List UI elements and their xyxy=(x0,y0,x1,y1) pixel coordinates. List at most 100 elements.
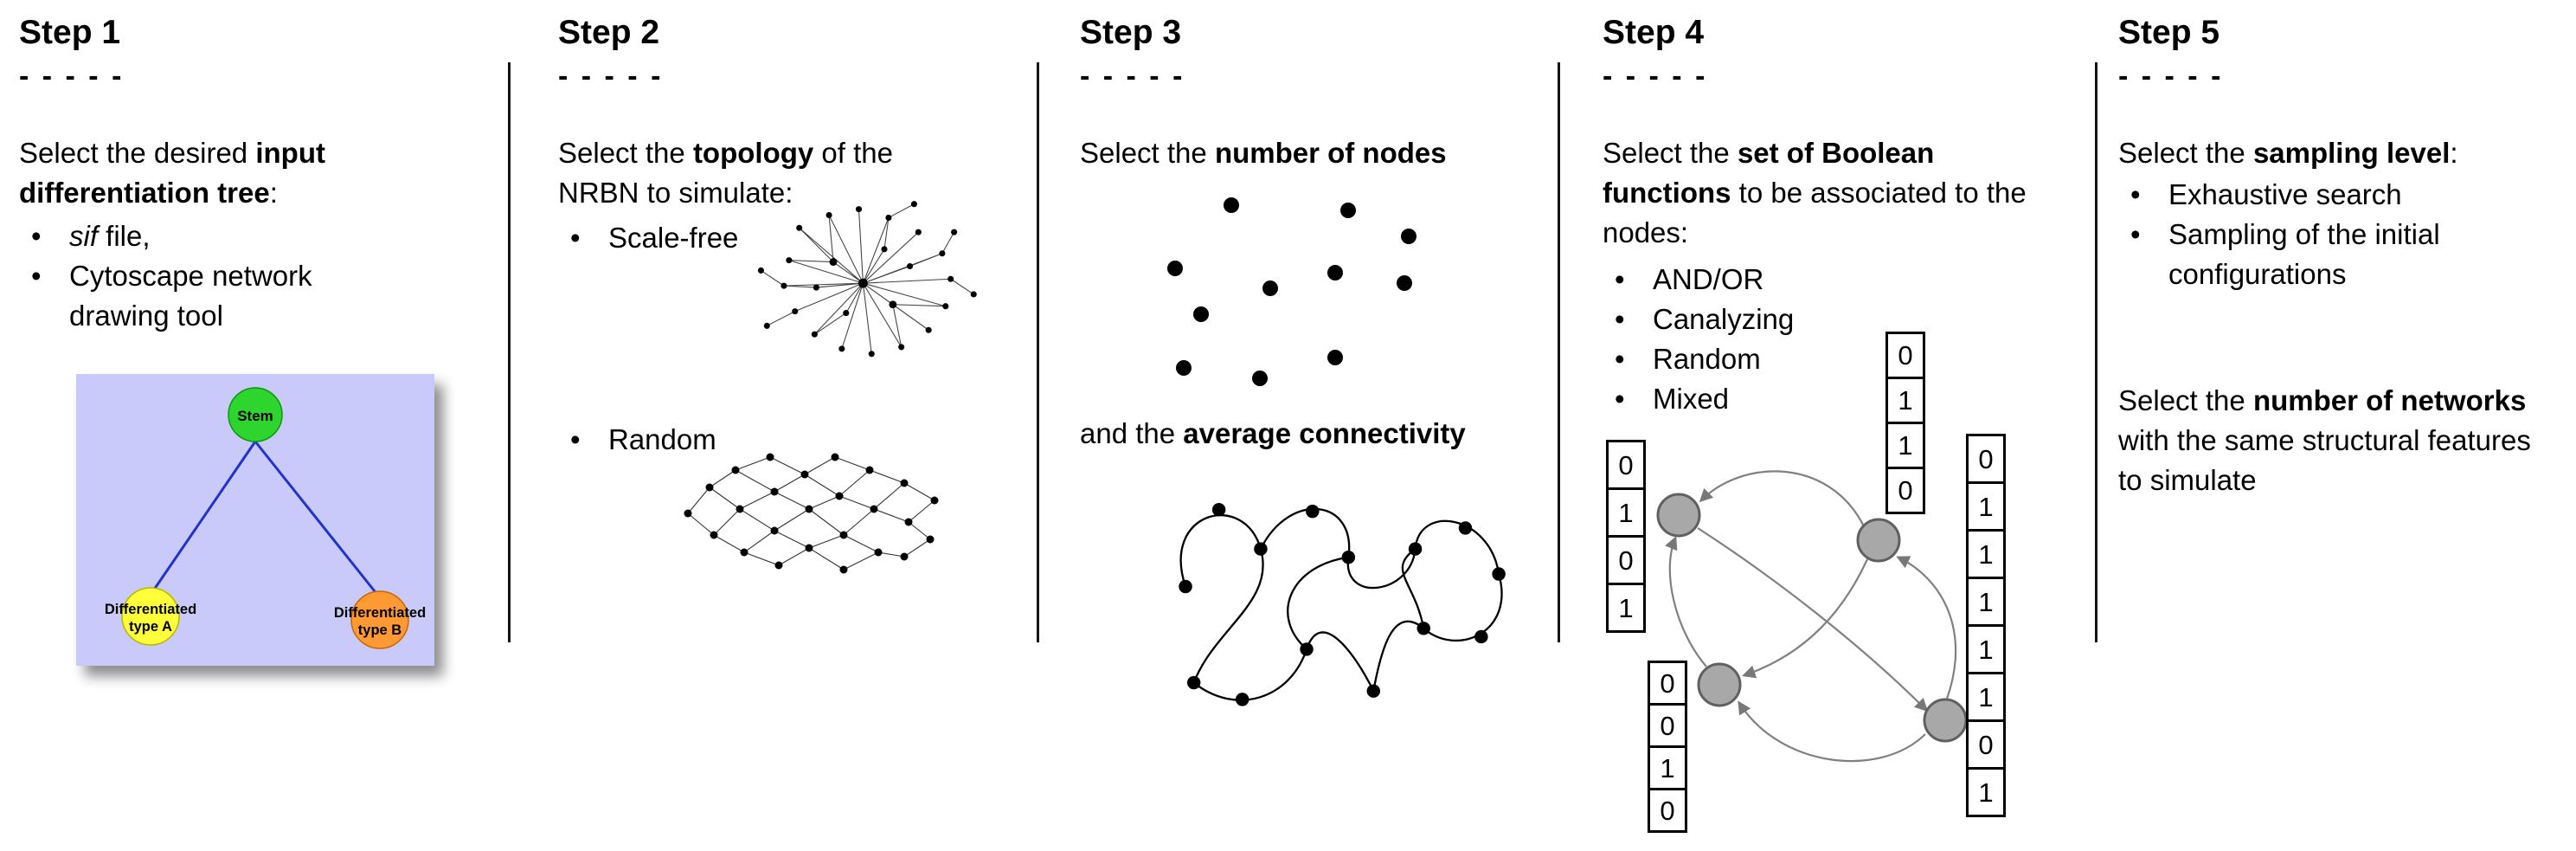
text-segment-bold: sampling level xyxy=(2252,137,2451,169)
truth-table-cell: 0 xyxy=(1885,467,1925,514)
text-segment: Select the xyxy=(558,137,693,169)
step5-title: Step 5 xyxy=(2118,14,2220,51)
graph-nodes xyxy=(1179,502,1506,706)
step1-column: Step 1 - - - - - Select the desired inpu… xyxy=(19,0,493,851)
step5-bullet-sampling: • Sampling of the initial configurations xyxy=(2118,215,2564,294)
step3-line1: Select the number of nodes xyxy=(1080,133,1554,173)
bullet-icon: • xyxy=(2130,218,2141,250)
truth-table-cell: 0 xyxy=(1648,661,1687,706)
bullet-label: Mixed xyxy=(1653,383,1730,415)
step4-intro: Select the set of Boolean functions to b… xyxy=(1603,133,2054,253)
tree-edge-stem-to-a xyxy=(151,441,257,593)
curvy-edges xyxy=(1179,507,1503,701)
boolean-network-edges xyxy=(1665,470,1957,763)
text-segment: : xyxy=(269,177,278,209)
bullet-icon: • xyxy=(1615,343,1625,375)
text-segment: Select the desired xyxy=(19,137,256,169)
network-node xyxy=(1697,662,1742,707)
bullet-icon: • xyxy=(1615,303,1625,335)
bullet-label: Cytoscape network drawing tool xyxy=(69,260,312,332)
bullet-icon: • xyxy=(1615,263,1625,295)
text-segment: and the xyxy=(1080,417,1184,449)
step5-intro: Select the sampling level: xyxy=(2118,133,2564,173)
truth-table-cell: 1 xyxy=(1648,745,1687,790)
type-b-label-line2: type B xyxy=(358,622,402,638)
step4-title: Step 4 xyxy=(1603,14,1705,51)
text-segment: file, xyxy=(98,220,151,252)
network-node xyxy=(1856,518,1901,563)
truth-table-left: 0 1 0 1 xyxy=(1606,440,1646,633)
truth-table-cell: 0 xyxy=(1966,434,2006,484)
truth-table-cell: 0 xyxy=(1885,332,1925,379)
type-b-node xyxy=(350,590,409,649)
step1-bullet-cytoscape: • Cytoscape network drawing tool xyxy=(19,256,493,336)
bullet-icon: • xyxy=(31,260,42,292)
scale-free-network-figure xyxy=(731,184,986,400)
type-a-node xyxy=(121,587,180,646)
bullet-icon: • xyxy=(570,222,581,254)
scale-free-network-svg xyxy=(757,201,977,358)
bullet-label: Random xyxy=(608,423,716,455)
boolean-network-svg xyxy=(1656,470,1968,763)
bullet-icon: • xyxy=(1615,383,1625,415)
text-segment-bold: average connectivity xyxy=(1183,417,1466,449)
text-segment: to be associated to the nodes: xyxy=(1603,177,2027,248)
network-node xyxy=(1923,698,1968,743)
column-divider xyxy=(2095,62,2097,642)
text-segment: Select the xyxy=(2118,137,2253,169)
network-nodes xyxy=(757,201,977,358)
bullet-label: Exhaustive search xyxy=(2168,178,2402,210)
truth-table-cell: 1 xyxy=(1606,583,1646,633)
step2-title: Step 2 xyxy=(558,14,660,51)
text-segment: Select the xyxy=(2118,384,2253,416)
truth-table-top: 0 1 1 0 xyxy=(1885,332,1925,514)
step4-dashes: - - - - - xyxy=(1603,60,1708,93)
step3-dashes: - - - - - xyxy=(1080,60,1185,93)
step4-bullet-mixed: • Mixed xyxy=(1603,379,2083,419)
tree-edge-stem-to-b xyxy=(254,441,380,596)
step5-dashes: - - - - - xyxy=(2118,60,2224,93)
bullet-label: AND/OR xyxy=(1653,263,1764,295)
step1-intro: Select the desired input differentiation… xyxy=(19,133,493,213)
truth-table-cell: 1 xyxy=(1885,422,1925,469)
truth-table-cell: 1 xyxy=(1966,481,2006,532)
step1-title: Step 1 xyxy=(19,14,121,51)
step5-networks-paragraph: Select the number of networks with the s… xyxy=(2118,381,2551,500)
step2-dashes: - - - - - xyxy=(558,60,664,93)
step3-line2: and the average connectivity xyxy=(1080,414,1466,454)
text-segment: of the NRBN to simulate: xyxy=(558,137,893,209)
random-network-svg xyxy=(684,453,939,574)
truth-table-cell: 1 xyxy=(1966,624,2006,674)
bullet-icon: • xyxy=(2130,178,2141,210)
step5-column: Step 5 - - - - - Select the sampling lev… xyxy=(2118,0,2564,851)
text-segment-bold: number of networks xyxy=(2252,384,2527,416)
network-edges xyxy=(761,203,974,354)
step1-bullet-sif: • sif file, xyxy=(19,216,493,256)
text-segment-bold: set of Boolean functions xyxy=(1603,137,1935,209)
step2-column: Step 2 - - - - - Select the topology of … xyxy=(558,0,1021,851)
truth-table-cell: 1 xyxy=(1966,529,2006,579)
type-a-label-line1: Differentiated xyxy=(105,602,196,617)
step3-column: Step 3 - - - - - Select the number of no… xyxy=(1080,0,1554,851)
truth-table-cell: 1 xyxy=(1966,767,2006,817)
text-segment-bold: topology xyxy=(692,137,814,169)
truth-table-cell: 1 xyxy=(1885,377,1925,424)
differentiation-tree-svg: Stem Differentiated type A Differentiate… xyxy=(76,374,434,666)
truth-table-cell: 0 xyxy=(1606,535,1646,585)
bullet-icon: • xyxy=(570,423,581,455)
column-divider xyxy=(1558,62,1560,642)
bullet-label: sif file, xyxy=(69,216,493,256)
random-network-figure xyxy=(671,422,965,587)
step1-bullet-list: • sif file, • Cytoscape network drawing … xyxy=(19,216,493,336)
dot-nodes xyxy=(1167,197,1416,386)
bullet-label: Random xyxy=(1653,343,1761,375)
step4-bullet-andor: • AND/OR xyxy=(1603,260,2083,300)
type-a-label-line2: type A xyxy=(129,619,172,635)
truth-table-cell: 0 xyxy=(1648,788,1687,833)
text-segment-bold: number of nodes xyxy=(1214,137,1447,169)
truth-table-cell: 1 xyxy=(1966,577,2006,627)
text-segment: Select the xyxy=(1603,137,1738,169)
network-node xyxy=(1656,493,1701,538)
type-b-label-line1: Differentiated xyxy=(334,605,426,621)
truth-table-cell: 0 xyxy=(1966,719,2006,770)
